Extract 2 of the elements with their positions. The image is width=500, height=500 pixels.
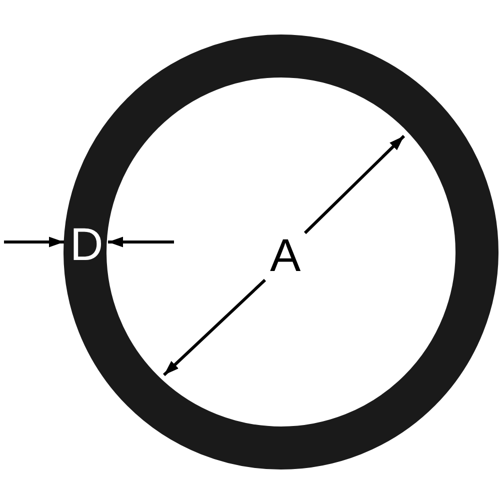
dimension-label: A: [270, 232, 301, 278]
dimension-label: D: [70, 221, 104, 267]
